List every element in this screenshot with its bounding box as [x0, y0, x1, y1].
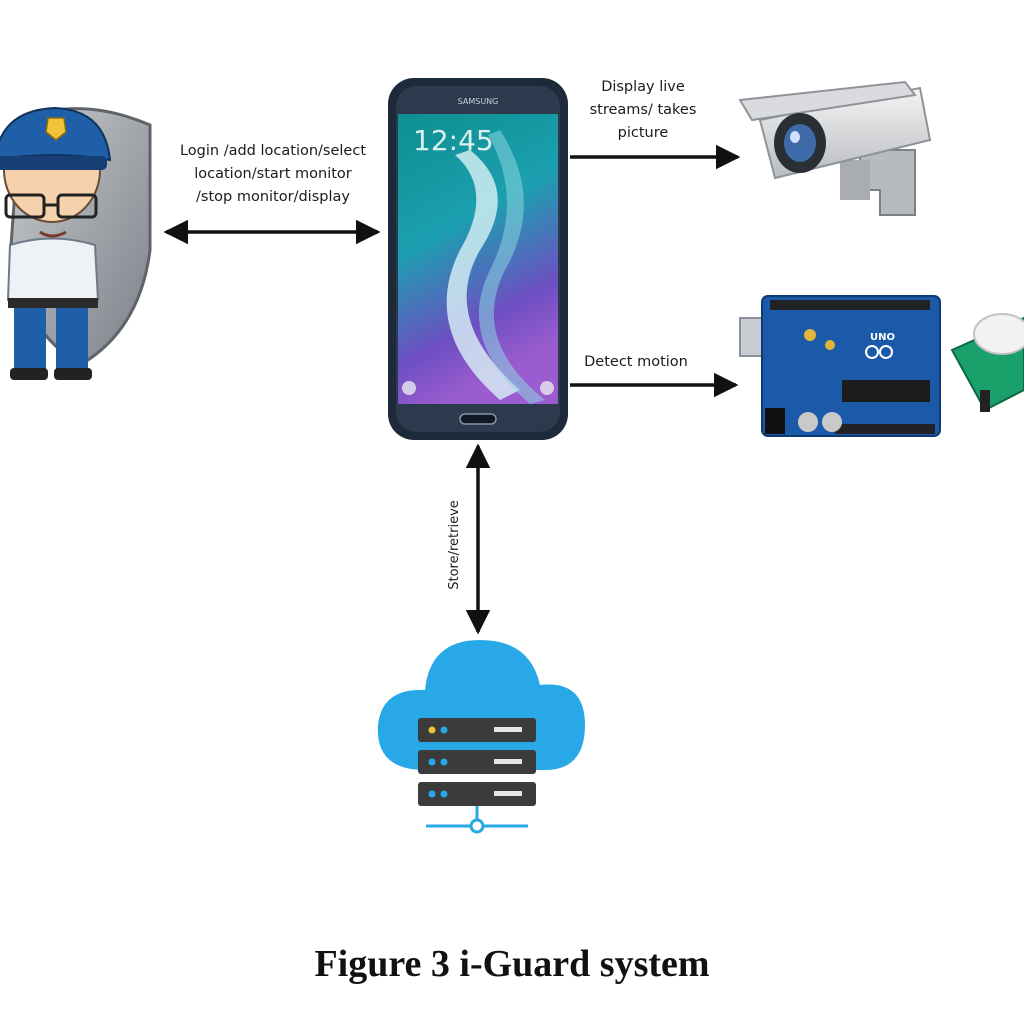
phone-brand: SAMSUNG	[458, 97, 499, 106]
label-phone-camera-line-2: streams/ takes	[589, 102, 697, 118]
cctv-camera-icon	[738, 80, 932, 216]
arduino-logo-text: UNO	[870, 332, 895, 343]
label-detect-motion: Detect motion	[584, 354, 688, 370]
arduino-board-icon: UNO	[739, 295, 941, 437]
cloud-server-icon	[377, 640, 585, 834]
label-store-retrieve: Store/retrieve	[447, 500, 462, 590]
pir-sensor-icon	[950, 313, 1024, 412]
label-user-phone-line-3: /stop monitor/display	[196, 189, 350, 205]
label-user-phone-line-1: Login /add location/select	[179, 143, 366, 159]
label-phone-camera-line-3: picture	[617, 125, 669, 141]
label-phone-camera: Display live streams/ takes picture	[578, 76, 708, 145]
label-user-phone-line-2: location/start monitor	[194, 166, 352, 182]
label-phone-camera-line-1: Display live	[601, 79, 685, 95]
figure-caption: Figure 3 i-Guard system	[314, 943, 710, 985]
label-user-phone: Login /add location/select location/star…	[168, 140, 378, 209]
security-guard-icon	[0, 106, 152, 380]
smartphone-icon: 12:45 SAMSUNG	[388, 78, 568, 440]
phone-clock: 12:45	[413, 124, 494, 157]
